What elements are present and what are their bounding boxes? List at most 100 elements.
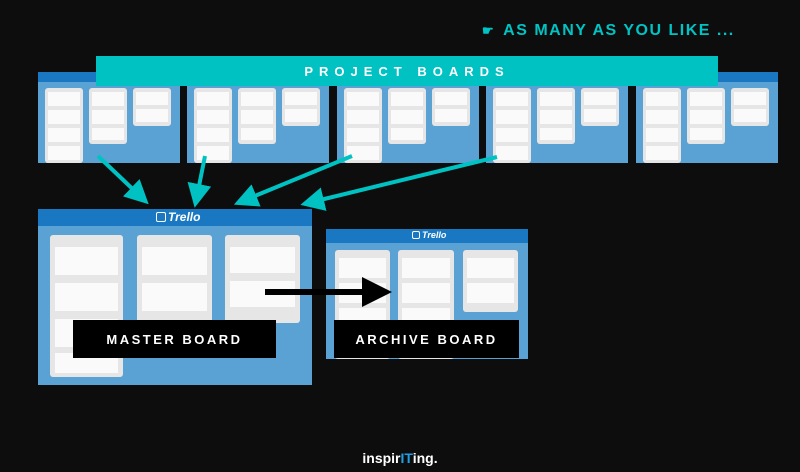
footer-brand: inspirITing. [0, 450, 800, 466]
card [584, 109, 616, 122]
list [45, 88, 83, 163]
card [142, 247, 207, 275]
list [194, 88, 232, 163]
card [391, 92, 423, 106]
tagline-text: AS MANY AS YOU LIKE ... [503, 22, 735, 39]
card [690, 92, 722, 106]
card [197, 92, 229, 106]
card [285, 92, 317, 105]
card [197, 110, 229, 124]
archive-board-label: ARCHIVE BOARD [334, 320, 519, 358]
card [136, 109, 168, 122]
card [734, 109, 766, 122]
card [435, 92, 467, 105]
card [646, 110, 678, 124]
board-header [38, 209, 312, 226]
card [48, 92, 80, 106]
card [92, 128, 124, 140]
footer-prefix: inspir [362, 450, 401, 466]
card [230, 247, 295, 273]
sync-arrow-board-4 [300, 155, 498, 211]
project-boards-banner: PROJECT BOARDS [96, 56, 718, 86]
list [89, 88, 127, 144]
list [344, 88, 382, 163]
sync-arrow-board-1 [96, 154, 149, 205]
list [137, 235, 212, 325]
card [690, 110, 722, 124]
card [496, 92, 528, 106]
card [197, 128, 229, 142]
card [540, 92, 572, 106]
card [92, 110, 124, 124]
list [581, 88, 619, 126]
card [734, 92, 766, 105]
list [687, 88, 725, 144]
card [347, 128, 379, 142]
card [48, 128, 80, 142]
footer-highlight: IT [400, 450, 413, 466]
pointing-hand-icon: ☛ [482, 23, 496, 38]
trello-logo: Trello [156, 210, 200, 224]
banner-title: PROJECT BOARDS [304, 63, 510, 79]
card [496, 110, 528, 124]
list [731, 88, 769, 126]
card [391, 128, 423, 140]
card [646, 128, 678, 142]
card [55, 353, 118, 373]
card [435, 109, 467, 122]
list [133, 88, 171, 126]
card [55, 283, 118, 311]
card [584, 92, 616, 105]
card [92, 92, 124, 106]
card [540, 110, 572, 124]
card [646, 92, 678, 106]
card [540, 128, 572, 140]
card [467, 283, 514, 303]
list [463, 250, 518, 312]
list [388, 88, 426, 144]
card [136, 92, 168, 105]
card [347, 146, 379, 160]
card [241, 110, 273, 124]
list [432, 88, 470, 126]
card [347, 92, 379, 106]
sync-arrow-board-2 [187, 155, 212, 208]
master-board-label-text: MASTER BOARD [106, 331, 243, 347]
project-board-4[interactable] [486, 72, 628, 163]
trello-logo-text: Trello [422, 230, 447, 240]
footer-suffix: ing. [412, 450, 438, 466]
card [55, 247, 118, 275]
list [537, 88, 575, 144]
archive-board-label-text: ARCHIVE BOARD [355, 331, 498, 347]
list [493, 88, 531, 163]
card [142, 283, 207, 311]
board-header [326, 229, 528, 243]
card [496, 146, 528, 160]
card [467, 258, 514, 278]
card [402, 283, 450, 303]
card [48, 110, 80, 124]
trello-logo-text: Trello [168, 210, 201, 224]
card [347, 110, 379, 124]
card [496, 128, 528, 142]
card [402, 258, 450, 278]
list [238, 88, 276, 144]
card [391, 110, 423, 124]
card [241, 128, 273, 140]
trello-icon [412, 231, 420, 239]
card [285, 109, 317, 122]
tagline: ☛ AS MANY AS YOU LIKE ... [482, 22, 735, 40]
trello-icon [156, 212, 166, 222]
card [241, 92, 273, 106]
card [48, 146, 80, 160]
master-board-label: MASTER BOARD [73, 320, 276, 358]
card [646, 146, 678, 160]
project-board-5[interactable] [636, 72, 778, 163]
card [339, 258, 386, 278]
sync-arrow-board-3 [233, 154, 353, 207]
list [643, 88, 681, 163]
trello-logo: Trello [412, 230, 446, 240]
list [282, 88, 320, 126]
card [690, 128, 722, 140]
